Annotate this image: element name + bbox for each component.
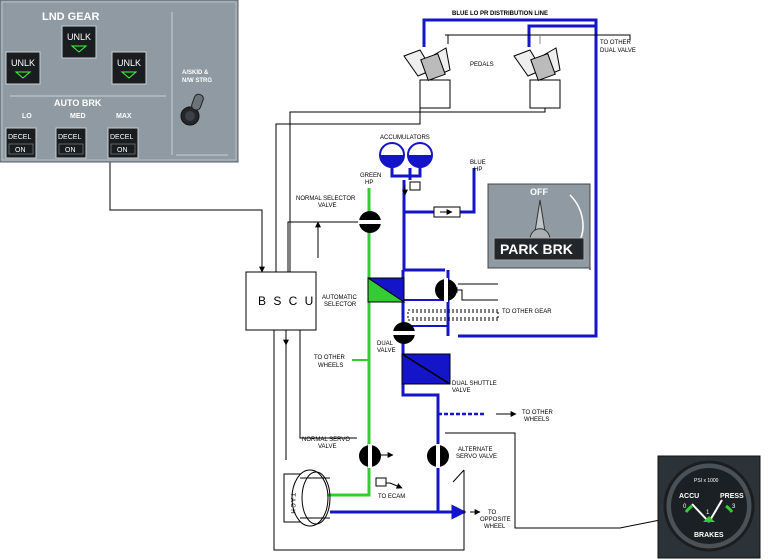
blue-hydraulic-lines [330,18,598,520]
blue-check-valve [433,206,461,218]
dual-valve-label-1: DUAL [377,341,394,347]
pedals-label: PEDALS [470,62,494,68]
automatic-selector-label-2: SELECTOR [324,302,357,308]
normal-servo-valve [359,444,381,468]
park-brk-label: PARK BRK [500,241,573,257]
level-med: MED [70,113,86,120]
normal-selector-label-1: NORMAL SELECTOR [296,196,356,202]
wheel: T A C H [283,469,331,527]
dual-valve [392,322,416,344]
unlk-light-left: UNLK [5,51,41,85]
green-hp-label-2: HP [365,180,373,186]
normal-servo-label-2: VALVE [318,444,336,450]
blue-hp-label-2: HP [474,167,482,173]
accumulators [379,142,433,178]
svg-text:ON: ON [117,147,128,154]
svg-text:DECEL: DECEL [110,134,133,141]
normal-servo-label-1: NORMAL SERVO [302,437,350,443]
dual-shuttle-valve [401,353,451,385]
pedal-left [403,47,451,109]
automatic-selector-label-1: AUTOMATIC [322,295,357,301]
to-other-wheels-left-label-2: WHEELS [318,363,343,369]
gauge-scale-label: PSI x 1000 [694,478,719,484]
park-brk-panel: OFF PARK BRK [487,183,591,269]
accumulators-label: ACCUMULATORS [380,135,430,141]
svg-text:UNLK: UNLK [11,58,35,68]
unlk-light-right: UNLK [111,51,147,85]
gauge-accu-label: ACCU [679,493,699,500]
bscu-label: B S C U [258,294,315,308]
auto-brk-title: AUTO BRK [54,98,102,108]
unlk-light-nose: UNLK [61,25,97,59]
park-brake-valve [435,278,457,302]
brake-pressure-gauge: PSI x 1000 ACCU PRESS 0 1 3 BRAKES [657,455,761,559]
bscu-unit: B S C U [245,271,317,331]
landing-gear-panel: LND GEAR UNLK UNLK UNLK AUTO BRK LO MED … [0,0,239,163]
svg-text:DECEL: DECEL [8,134,31,141]
antiskid-switch[interactable] [180,93,204,126]
dual-shuttle-label-2: VALVE [452,388,470,394]
to-opposite-label-3: WHEEL [484,524,506,530]
to-other-dual-label-1: TO OTHER [600,40,632,46]
pressure-transducer-blue [409,181,421,191]
gauge-brakes-label: BRAKES [694,532,724,539]
antiskid-label-2: N/W STRG [182,78,212,84]
other-gear-connector [407,309,499,321]
dual-shuttle-label-1: DUAL SHUTTLE [452,381,497,387]
park-brk-off-label: OFF [530,187,548,197]
tach-label: T A C H [289,493,295,514]
lnd-gear-title: LND GEAR [42,11,100,23]
svg-text:DECEL: DECEL [58,134,81,141]
to-ecam-label: TO ECAM [378,494,405,500]
to-other-wheels-right-label-2: WHEELS [524,417,549,423]
blue-lo-pr-label: BLUE LO PR DISTRIBUTION LINE [452,11,548,17]
gauge-tick-right: 3 [732,504,736,510]
antiskid-label-1: A/SKID & [182,70,209,76]
to-other-wheels-left-label-1: TO OTHER [314,355,346,361]
pedal-right [513,47,561,109]
to-opposite-label-2: OPPOSITE [480,517,511,523]
to-other-gear-label: TO OTHER GEAR [502,309,552,315]
automatic-selector [367,277,406,303]
alternate-servo-valve [427,444,449,468]
to-other-wheels-right-label-1: TO OTHER [522,410,554,416]
svg-text:UNLK: UNLK [117,58,141,68]
level-lo: LO [22,113,32,120]
to-other-dual-label-2: DUAL VALVE [600,48,636,54]
svg-text:UNLK: UNLK [67,32,91,42]
decel-button-med[interactable]: DECEL ON [55,127,87,159]
to-opposite-label-1: TO [488,510,497,516]
svg-text:ON: ON [15,147,26,154]
alternate-servo-label-1: ALTERNATE [458,447,492,453]
gauge-tick-center: 1 [706,510,710,516]
gauge-tick-left: 0 [683,504,687,510]
blue-lo-pr-line [422,18,598,338]
level-max: MAX [116,113,132,120]
decel-button-max[interactable]: DECEL ON [107,127,139,159]
dual-valve-label-2: VALVE [377,348,395,354]
decel-button-lo[interactable]: DECEL ON [5,127,37,159]
svg-text:ON: ON [65,147,76,154]
alternate-servo-label-2: SERVO VALVE [456,454,497,460]
green-hp-label-1: GREEN [360,173,381,179]
park-brk-label-box [493,237,585,261]
gauge-press-label: PRESS [720,493,744,500]
blue-hp-label-1: BLUE [470,160,486,166]
normal-selector-valve [358,211,382,233]
normal-selector-label-2: VALVE [318,203,336,209]
pressure-transducer-green [375,477,387,487]
